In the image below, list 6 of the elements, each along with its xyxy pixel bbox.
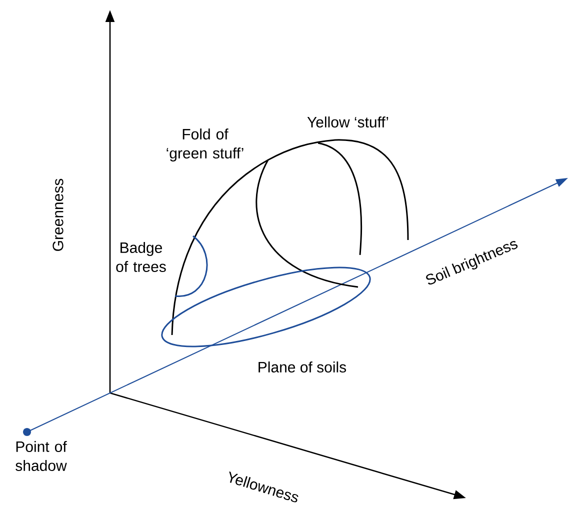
annotation-text: Plane of soils	[258, 361, 346, 372]
annotation-text: Point of shadow	[16, 440, 67, 471]
axis-label: Greenness	[52, 178, 64, 251]
annotation-text: Yellow ‘stuff’	[307, 116, 388, 128]
annotation-text: Badge of trees	[116, 242, 166, 272]
annotation-text: Fold of ‘green stuff’	[166, 128, 244, 162]
